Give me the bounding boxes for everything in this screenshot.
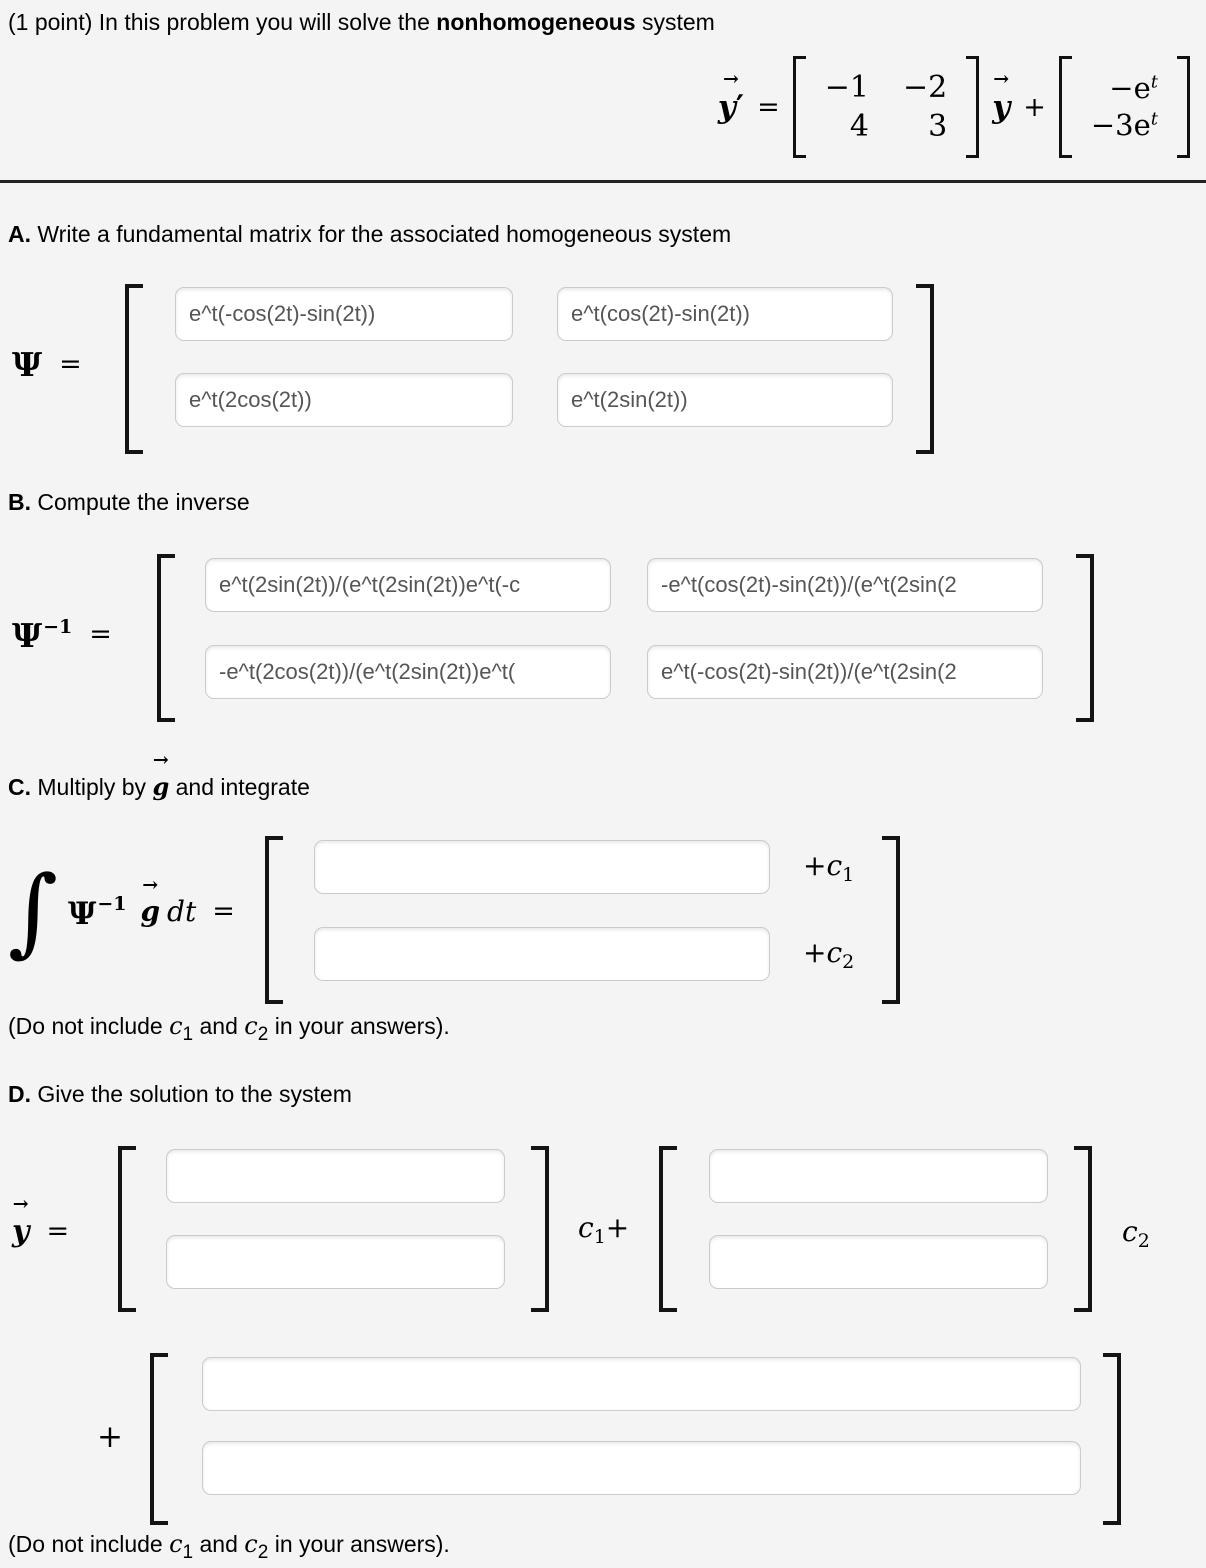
section-c-letter: C. (8, 774, 31, 800)
integral-expression: ∫ Ψ−1 →g dt = (8, 858, 235, 964)
fundamental-matrix-cell-2-1[interactable] (175, 373, 513, 427)
bracket-right (966, 56, 980, 158)
bracket-left (157, 554, 175, 722)
bracket-left (125, 284, 143, 454)
plus-c2-label: +c2 (803, 936, 855, 973)
bracket-right (1074, 1146, 1092, 1312)
problem-statement-prefix: (1 point) In this problem you will solve… (8, 9, 437, 35)
bracket-right (1076, 554, 1094, 722)
bracket-left (792, 56, 806, 158)
y-variable: y (717, 89, 736, 125)
solution-c2-cell-2[interactable] (709, 1235, 1048, 1289)
note-no-constants: (Do not include c1 and c2 in your answer… (8, 1012, 450, 1045)
fundamental-matrix-cell-2-2[interactable] (557, 373, 893, 427)
forcing-vector: −et −3et (1085, 70, 1164, 143)
problem-statement-suffix: system (635, 9, 715, 35)
section-d-text: Give the solution to the system (31, 1081, 352, 1107)
y-vector: →y (12, 1193, 30, 1250)
g-vector: →g (140, 873, 161, 928)
equals-sign: = (212, 895, 235, 927)
bracket-right (531, 1146, 549, 1312)
section-b-heading: B. Compute the inverse (8, 488, 250, 517)
problem-statement-bold: nonhomogeneous (436, 9, 636, 35)
inverse-matrix-cell-1-2[interactable] (647, 558, 1043, 612)
section-b-text: Compute the inverse (31, 489, 250, 515)
vector-arrow-icon: → (142, 873, 159, 896)
matrix-entry: 4 (849, 109, 869, 144)
bracket-right (882, 836, 900, 1004)
section-a-heading: A. Write a fundamental matrix for the as… (8, 220, 731, 249)
y-prime-vector: →y′ (717, 70, 745, 126)
c1-plus-label: c1+ (578, 1211, 630, 1248)
fundamental-matrix-cell-1-2[interactable] (557, 287, 893, 341)
section-c-heading: C. Multiply by →g and integrate (8, 749, 310, 802)
psi-inverse-symbol: Ψ−1 (12, 616, 73, 655)
psi-inverse-symbol: Ψ−1 (68, 892, 127, 932)
integral-cell-1[interactable] (314, 840, 770, 894)
system-equation: →y′ = −1 −2 4 3 →y + −et −3et (718, 56, 1190, 158)
section-d-heading: D. Give the solution to the system (8, 1080, 352, 1109)
section-d-letter: D. (8, 1081, 31, 1107)
section-a-letter: A. (8, 221, 31, 247)
bracket-right (1103, 1353, 1121, 1525)
psi-label: Ψ = (12, 348, 82, 381)
vector-arrow-icon: → (993, 68, 1010, 90)
equals-sign: = (757, 91, 780, 123)
matrix-entry: −2 (902, 70, 948, 105)
equals-sign: = (46, 1216, 70, 1247)
c2-label: c2 (1122, 1215, 1150, 1252)
plus-sign: + (1023, 91, 1046, 123)
matrix-entry: −1 (824, 70, 869, 105)
y-vector: →y (992, 70, 1011, 126)
bracket-left (118, 1146, 136, 1312)
note-no-constants: (Do not include c1 and c2 in your answer… (8, 1530, 450, 1563)
equals-sign: = (89, 618, 112, 650)
solution-c1-cell-2[interactable] (166, 1235, 505, 1289)
particular-cell-1[interactable] (202, 1357, 1081, 1411)
g-vector: →g (152, 749, 170, 802)
fundamental-matrix-cell-1-1[interactable] (175, 287, 513, 341)
equals-sign: = (59, 349, 82, 380)
section-a-text: Write a fundamental matrix for the assoc… (31, 221, 732, 247)
psi-symbol: Ψ (12, 345, 43, 384)
vector-arrow-icon: → (12, 1193, 29, 1215)
prime-mark: ′ (735, 89, 745, 125)
matrix-entry: 3 (928, 109, 948, 144)
y-variable: y (992, 89, 1011, 125)
solution-c1-cell-1[interactable] (166, 1149, 505, 1203)
section-c-text: and integrate (169, 774, 310, 800)
bracket-right (1177, 56, 1190, 158)
y-equals-label: →y = (12, 1193, 70, 1250)
plus-c1-label: +c1 (803, 849, 855, 886)
problem-statement: (1 point) In this problem you will solve… (8, 8, 715, 37)
inverse-matrix-cell-2-2[interactable] (647, 645, 1043, 699)
inverse-matrix-cell-2-1[interactable] (205, 645, 611, 699)
plus-sign: + (97, 1419, 123, 1455)
integral-sign-icon: ∫ (8, 854, 59, 967)
solution-c2-cell-1[interactable] (709, 1149, 1048, 1203)
section-c-text: Multiply by (31, 774, 153, 800)
vector-arrow-icon: → (723, 68, 739, 90)
inverse-matrix-cell-1-1[interactable] (205, 558, 611, 612)
dt-symbol: dt (167, 894, 197, 928)
vector-arrow-icon: → (152, 749, 169, 771)
bracket-left (265, 836, 283, 1004)
vector-entry: −3et (1090, 108, 1158, 142)
bracket-left (150, 1353, 168, 1525)
particular-cell-2[interactable] (202, 1441, 1081, 1495)
bracket-left (659, 1146, 677, 1312)
section-b-letter: B. (8, 489, 31, 515)
bracket-right (916, 284, 934, 454)
vector-entry: −et (1109, 70, 1158, 105)
coefficient-matrix: −1 −2 4 3 (819, 71, 953, 143)
divider (0, 180, 1206, 183)
bracket-left (1058, 56, 1072, 158)
psi-inverse-label: Ψ−1 = (12, 616, 112, 652)
integral-cell-2[interactable] (314, 927, 770, 981)
